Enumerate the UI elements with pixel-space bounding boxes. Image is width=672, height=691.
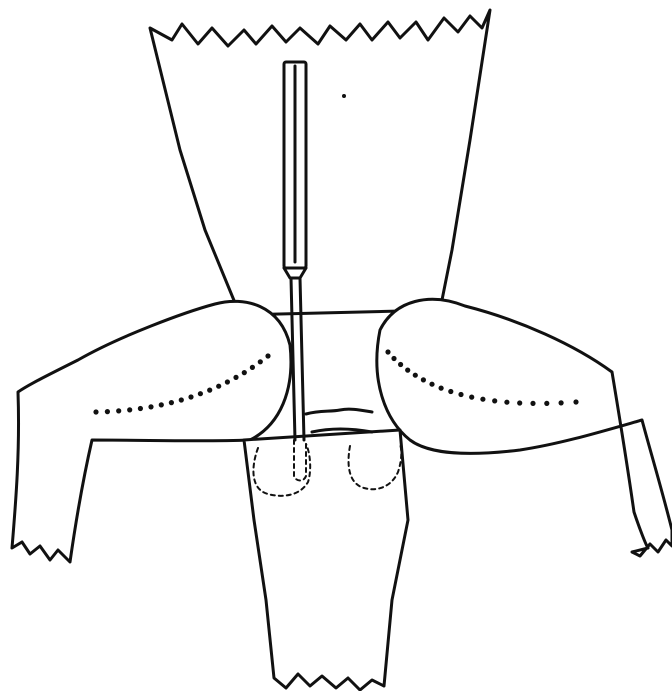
left-thigh-dot xyxy=(216,384,221,389)
right-thigh-dot xyxy=(405,368,410,373)
right-thigh-dot xyxy=(448,389,453,394)
upper-trunk-outline xyxy=(150,10,490,315)
left-thigh-outline xyxy=(12,301,291,562)
left-thigh-dot xyxy=(265,353,270,358)
right-thigh-dot xyxy=(398,362,403,367)
right-thigh-dot xyxy=(429,382,434,387)
left-thigh-dot xyxy=(233,375,238,380)
right-thigh-dot xyxy=(385,349,390,354)
stray-dot-mark xyxy=(342,94,346,98)
right-thigh-dot xyxy=(439,386,444,391)
left-thigh-dot xyxy=(242,370,247,375)
left-thigh-dot xyxy=(127,407,132,412)
left-thigh-dot xyxy=(116,408,121,413)
right-thigh-dot xyxy=(458,392,463,397)
junction-line-upper xyxy=(306,409,372,414)
right-thigh-dot xyxy=(517,400,522,405)
left-thigh-dot xyxy=(159,402,164,407)
junction-line xyxy=(312,429,372,432)
right-thigh-dot xyxy=(559,400,564,405)
left-thigh-dot xyxy=(93,409,98,414)
left-thigh-dot xyxy=(225,379,230,384)
right-thigh-dot xyxy=(530,401,535,406)
right-thigh-dot xyxy=(413,373,418,378)
right-thigh-dot xyxy=(504,400,509,405)
left-thigh-dot xyxy=(105,409,110,414)
left-thigh-dot xyxy=(207,388,212,393)
right-thigh-dot xyxy=(469,395,474,400)
left-thigh-dot xyxy=(169,400,174,405)
right-thigh-dot xyxy=(544,401,549,406)
right-thigh-dot xyxy=(492,398,497,403)
left-thigh-dot xyxy=(258,359,263,364)
left-thigh-dot xyxy=(179,397,184,402)
left-thigh-dot xyxy=(148,404,153,409)
left-thigh-dot xyxy=(250,365,255,370)
right-thigh-dot xyxy=(573,399,578,404)
right-thigh-outline xyxy=(377,299,672,556)
right-thigh-dot xyxy=(480,397,485,402)
left-thigh-dot xyxy=(188,394,193,399)
left-thigh-dot xyxy=(138,406,143,411)
right-thigh-dot xyxy=(421,377,426,382)
left-thigh-dot xyxy=(198,391,203,396)
right-thigh-dot xyxy=(391,356,396,361)
lower-segment-outline xyxy=(244,430,408,690)
